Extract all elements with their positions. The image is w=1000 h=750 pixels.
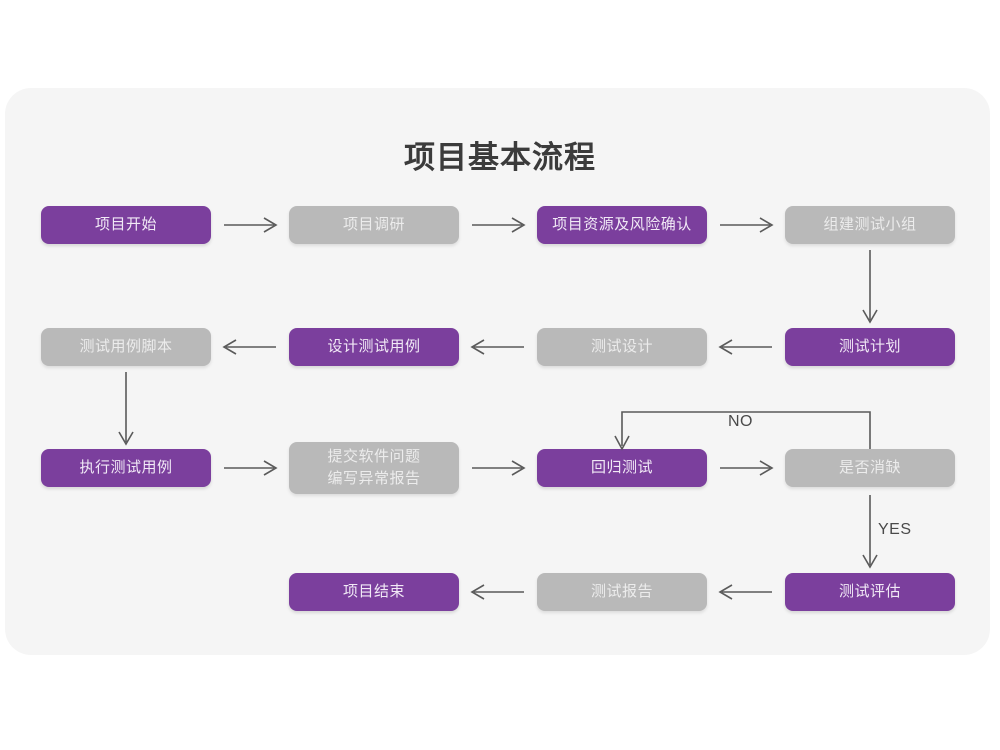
flow-node-project-end[interactable]: 项目结束 — [289, 573, 459, 611]
flow-node-execute-testcase[interactable]: 执行测试用例 — [41, 449, 211, 487]
flow-node-defect-cleared-decision[interactable]: 是否消缺 — [785, 449, 955, 487]
flow-node-build-test-team[interactable]: 组建测试小组 — [785, 206, 955, 244]
edge-label-yes: YES — [878, 521, 912, 538]
flow-node-project-start[interactable]: 项目开始 — [41, 206, 211, 244]
flow-node-test-report[interactable]: 测试报告 — [537, 573, 707, 611]
page-title: 项目基本流程 — [404, 140, 596, 175]
flow-node-project-research[interactable]: 项目调研 — [289, 206, 459, 244]
flow-node-submit-defect-report[interactable]: 提交软件问题 编写异常报告 — [289, 442, 459, 494]
flow-node-test-evaluation[interactable]: 测试评估 — [785, 573, 955, 611]
flowchart-panel — [5, 88, 990, 655]
flow-node-testcase-script[interactable]: 测试用例脚本 — [41, 328, 211, 366]
flow-node-regression-test[interactable]: 回归测试 — [537, 449, 707, 487]
flow-node-resource-risk-confirm[interactable]: 项目资源及风险确认 — [537, 206, 707, 244]
edge-label-no: NO — [728, 413, 753, 430]
flow-node-test-plan[interactable]: 测试计划 — [785, 328, 955, 366]
flow-node-design-testcase[interactable]: 设计测试用例 — [289, 328, 459, 366]
flow-node-test-design[interactable]: 测试设计 — [537, 328, 707, 366]
